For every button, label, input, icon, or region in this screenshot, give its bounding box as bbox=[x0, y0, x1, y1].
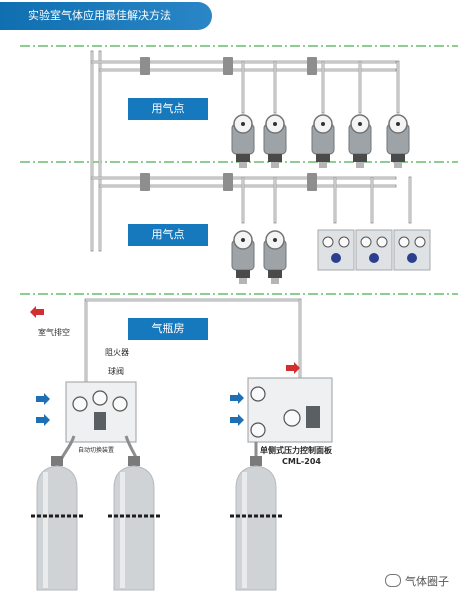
inlet-arrow-4 bbox=[230, 414, 244, 426]
inlet-arrow-2 bbox=[36, 414, 50, 426]
wall-panel-1-gauge-2 bbox=[338, 236, 350, 248]
wall-panel-3-gauge-1 bbox=[398, 236, 410, 248]
single-panel-gauge-2 bbox=[283, 409, 301, 427]
vent-label: 室气排空 bbox=[38, 328, 70, 337]
header-fitting-5 bbox=[223, 173, 233, 191]
regulator-top-1-knob bbox=[236, 154, 250, 162]
header-fitting-4 bbox=[140, 173, 150, 191]
regulator-top-4-outlet bbox=[356, 162, 364, 168]
gas-cylinder-1-highlight bbox=[43, 472, 48, 588]
regulator-top-1-outlet bbox=[239, 162, 247, 168]
watermark: 气体圈子 bbox=[385, 573, 449, 589]
wall-panel-3-gauge-2 bbox=[414, 236, 426, 248]
header-fitting-3 bbox=[307, 57, 317, 75]
header-fitting-2 bbox=[223, 57, 233, 75]
regulator-top-3-outlet bbox=[319, 162, 327, 168]
regulator-top-1 bbox=[231, 114, 255, 168]
regulator-top-2-knob bbox=[268, 154, 282, 162]
wall-panel-2-gauge-1 bbox=[360, 236, 372, 248]
panel-outlet-arrow bbox=[286, 362, 300, 374]
regulator-top-3-gauge-center bbox=[321, 122, 325, 126]
wall-panel-1-gauge-1 bbox=[322, 236, 334, 248]
regulator-top-2 bbox=[263, 114, 287, 168]
regulator-top-5-knob bbox=[391, 154, 405, 162]
auto-switch-gauge-3 bbox=[112, 396, 128, 412]
regulator-top-4-gauge-center bbox=[358, 122, 362, 126]
single-panel-gauge-3 bbox=[250, 422, 266, 438]
header-fitting-1 bbox=[140, 57, 150, 75]
auto-switch-gauge-1 bbox=[72, 396, 88, 412]
wall-panel-2 bbox=[355, 229, 393, 271]
regulator-top-2-gauge-center bbox=[273, 122, 277, 126]
regulator-top-4-knob bbox=[353, 154, 367, 162]
regulator-mid-2-outlet bbox=[271, 278, 279, 284]
wall-panel-2-gauge-2 bbox=[376, 236, 388, 248]
regulator-top-4 bbox=[348, 114, 372, 168]
single-panel-model: CML-204 bbox=[282, 457, 321, 466]
regulator-mid-2-knob bbox=[268, 270, 282, 278]
auto-switch-label: 自动切换装置 bbox=[78, 447, 115, 454]
zone-label-use-point-1: 用气点 bbox=[128, 98, 208, 120]
regulator-top-3-knob bbox=[316, 154, 330, 162]
inlet-arrow-1 bbox=[36, 393, 50, 405]
inlet-arrow-3 bbox=[230, 392, 244, 404]
gas-cylinder-2-highlight bbox=[120, 472, 125, 588]
wall-panel-2-regulator bbox=[369, 253, 379, 263]
regulator-mid-2 bbox=[263, 230, 287, 284]
regulator-top-3 bbox=[311, 114, 335, 168]
gas-cylinder-2-valve bbox=[128, 456, 140, 466]
regulator-top-5-gauge-center bbox=[396, 122, 400, 126]
regulator-mid-2-gauge-center bbox=[273, 238, 277, 242]
wall-panel-1-regulator bbox=[331, 253, 341, 263]
zone-label-cylinder-room: 气瓶房 bbox=[128, 318, 208, 340]
auto-switch-gauge-2 bbox=[92, 390, 108, 406]
regulator-top-5 bbox=[386, 114, 410, 168]
regulator-mid-1-knob bbox=[236, 270, 250, 278]
zone-label-use-point-2: 用气点 bbox=[128, 224, 208, 246]
regulator-top-2-outlet bbox=[271, 162, 279, 168]
single-panel-regulator bbox=[306, 406, 320, 428]
regulator-mid-1 bbox=[231, 230, 255, 284]
wall-panel-3-regulator bbox=[407, 253, 417, 263]
single-panel-label: 单侧式压力控制面板 bbox=[260, 446, 332, 455]
page-title: 实验室气体应用最佳解决方法 bbox=[0, 2, 212, 30]
regulator-top-1-gauge-center bbox=[241, 122, 245, 126]
regulator-mid-1-outlet bbox=[239, 278, 247, 284]
regulator-mid-1-gauge-center bbox=[241, 238, 245, 242]
wall-panel-1 bbox=[317, 229, 355, 271]
gas-cylinder-3-highlight bbox=[242, 472, 247, 588]
flame-arrestor-label: 阻火器 bbox=[105, 348, 129, 357]
gas-cylinder-3-valve bbox=[250, 456, 262, 466]
wall-panel-3 bbox=[393, 229, 431, 271]
auto-switch-regulator bbox=[94, 412, 106, 430]
watermark-text: 气体圈子 bbox=[405, 575, 449, 588]
wechat-icon bbox=[385, 574, 401, 587]
ball-valve-label: 球阀 bbox=[108, 367, 124, 376]
single-panel-gauge-1 bbox=[250, 386, 266, 402]
header-fitting-6 bbox=[307, 173, 317, 191]
gas-cylinder-1-valve bbox=[51, 456, 63, 466]
regulator-top-5-outlet bbox=[394, 162, 402, 168]
vent-arrow bbox=[30, 306, 44, 318]
